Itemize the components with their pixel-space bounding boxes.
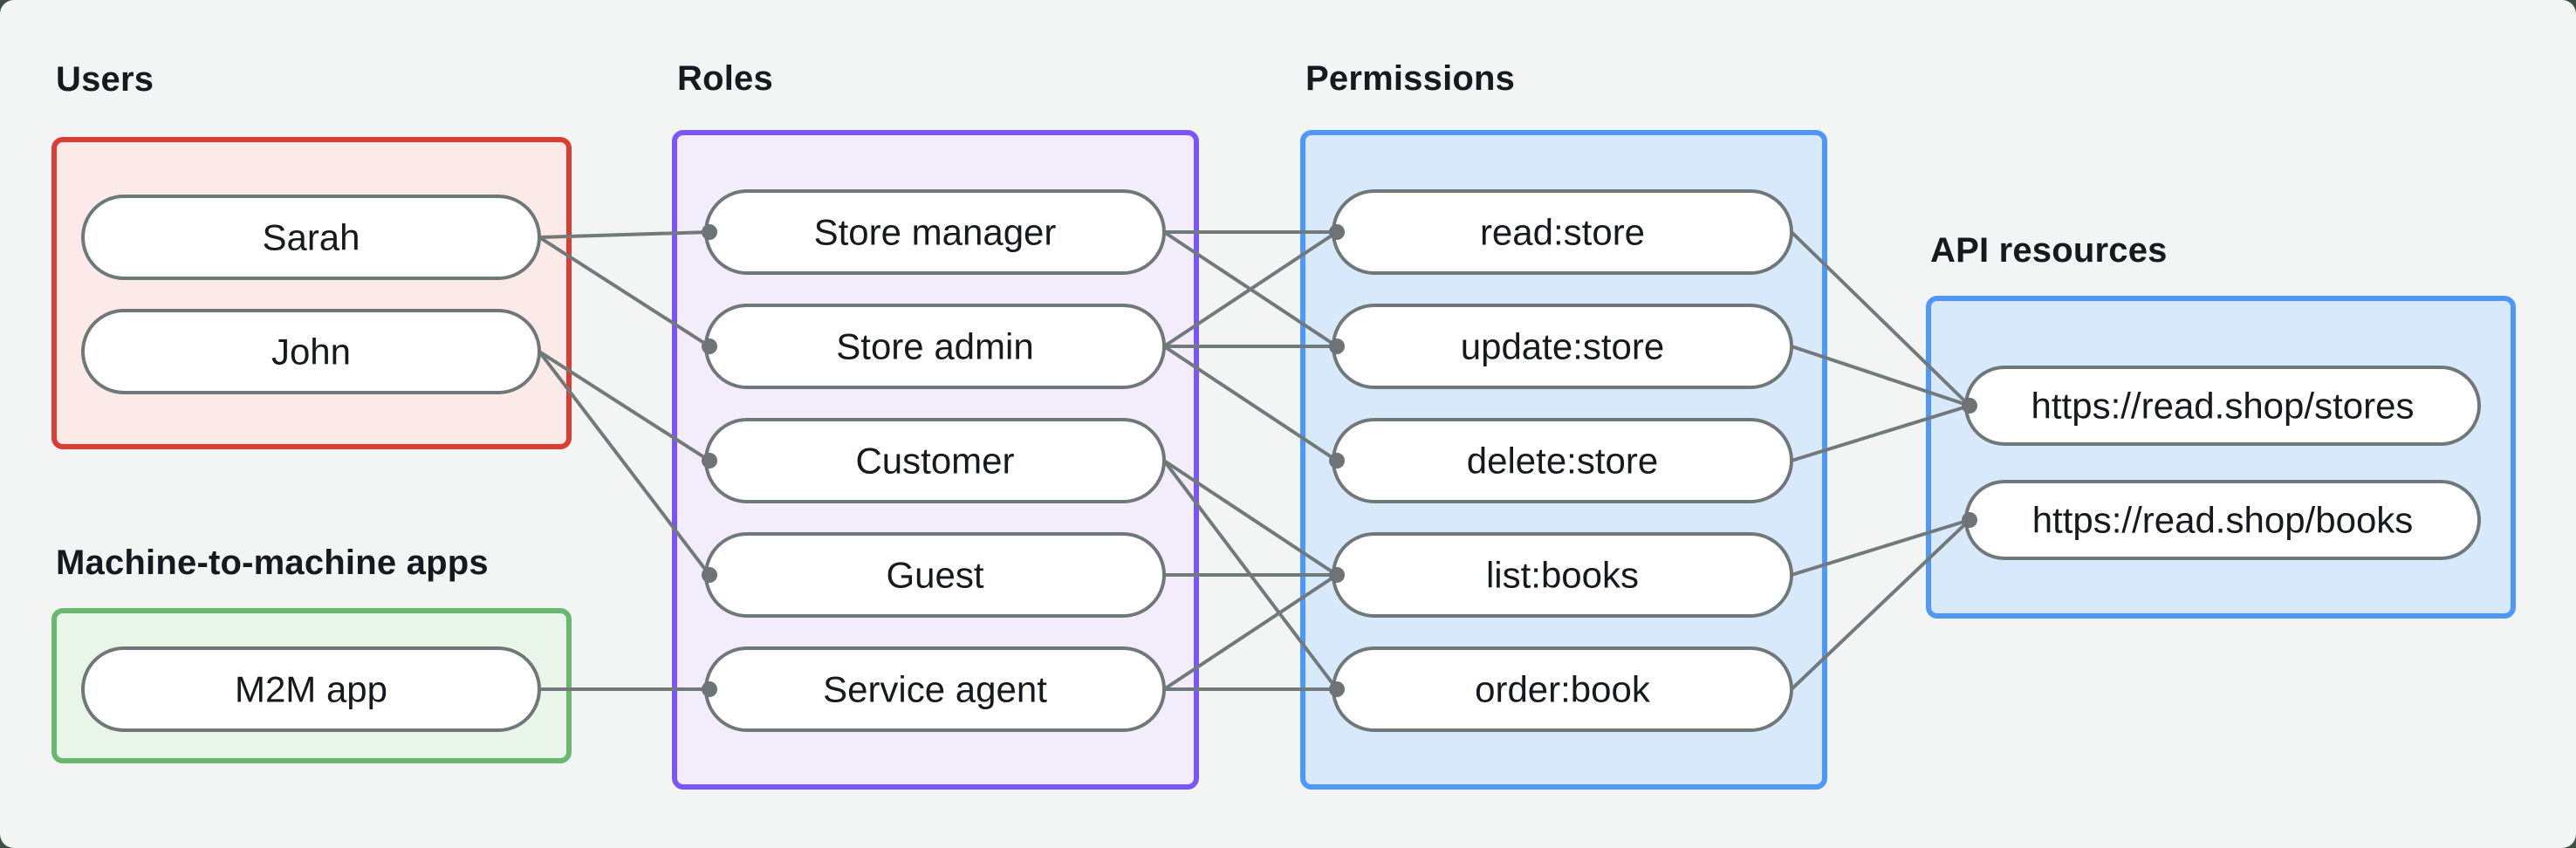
edge-dot-list-books bbox=[1329, 567, 1345, 583]
edge-dot-api-books bbox=[1962, 512, 1977, 528]
edge-dot-update-store bbox=[1329, 339, 1345, 354]
node-label-customer: Customer bbox=[855, 441, 1014, 482]
edge-list-books-api-books bbox=[1791, 518, 1970, 577]
group-box-api-resources bbox=[1926, 296, 2516, 619]
edge-dot-store-admin bbox=[702, 339, 717, 354]
group-label-users: Users bbox=[56, 60, 154, 99]
node-pill-sarah bbox=[81, 195, 541, 280]
edge-john-customer bbox=[538, 350, 711, 462]
layer-edges bbox=[538, 230, 1971, 691]
edge-store-admin-read-store bbox=[1162, 230, 1339, 348]
node-label-sarah: Sarah bbox=[262, 217, 360, 258]
node-label-guest: Guest bbox=[886, 555, 983, 596]
group-label-m2m-apps: Machine-to-machine apps bbox=[56, 544, 489, 582]
node-label-list-books: list:books bbox=[1486, 555, 1639, 596]
node-label-delete-store: delete:store bbox=[1467, 441, 1658, 482]
node-label-api-stores: https://read.shop/stores bbox=[2031, 386, 2415, 427]
layer-edge-dots bbox=[702, 224, 1977, 697]
group-label-api-resources: API resources bbox=[1930, 231, 2168, 270]
node-label-m2m-app: M2M app bbox=[235, 669, 387, 710]
group-label-permissions: Permissions bbox=[1305, 59, 1515, 98]
edge-dot-api-stores bbox=[1962, 398, 1977, 414]
node-label-api-books: https://read.shop/books bbox=[2032, 500, 2414, 541]
node-label-john: John bbox=[271, 332, 351, 373]
edge-dot-store-manager bbox=[702, 224, 717, 240]
edge-sarah-store-manager bbox=[538, 230, 710, 239]
group-box-users bbox=[51, 137, 572, 449]
node-label-store-manager: Store manager bbox=[814, 212, 1057, 253]
edge-read-store-api-stores bbox=[1790, 230, 1971, 407]
node-pill-m2m-app bbox=[81, 646, 541, 732]
edge-john-guest bbox=[538, 350, 711, 577]
node-pill-john bbox=[81, 309, 541, 394]
node-label-update-store: update:store bbox=[1461, 326, 1665, 367]
edge-sarah-store-admin bbox=[538, 236, 711, 348]
edge-dot-order-book bbox=[1329, 681, 1345, 697]
edge-update-store-api-stores bbox=[1791, 345, 1970, 407]
edge-order-book-api-books bbox=[1790, 518, 1971, 691]
edge-delete-store-api-stores bbox=[1791, 404, 1970, 462]
edge-dot-delete-store bbox=[1329, 453, 1345, 468]
node-label-service-agent: Service agent bbox=[823, 669, 1047, 710]
node-label-store-admin: Store admin bbox=[836, 326, 1033, 367]
edge-customer-list-books bbox=[1162, 459, 1339, 577]
edge-dot-service-agent bbox=[702, 681, 717, 697]
group-label-roles: Roles bbox=[677, 59, 773, 98]
edge-dot-read-store bbox=[1329, 224, 1345, 240]
node-label-order-book: order:book bbox=[1475, 669, 1651, 710]
edge-store-admin-delete-store bbox=[1162, 345, 1339, 462]
edge-dot-customer bbox=[702, 453, 717, 468]
edge-service-agent-list-books bbox=[1162, 573, 1339, 691]
edge-dot-guest bbox=[702, 567, 717, 583]
node-label-read-store: read:store bbox=[1480, 212, 1645, 253]
